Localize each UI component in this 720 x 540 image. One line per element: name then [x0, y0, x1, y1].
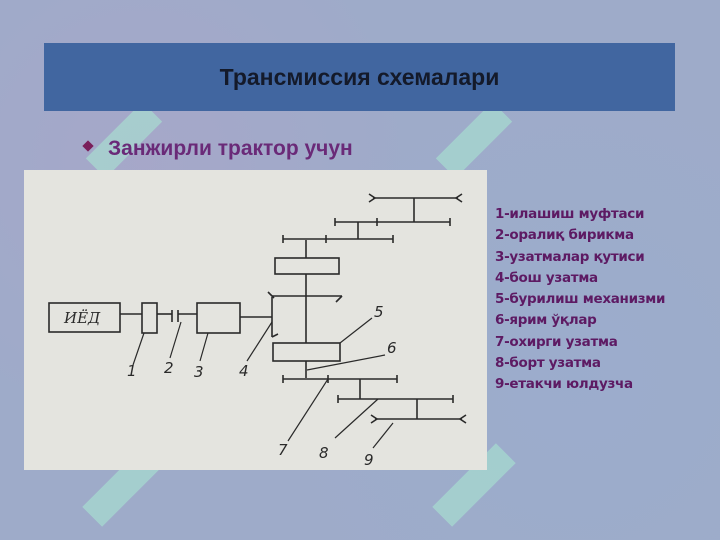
callout-2: 2 [164, 359, 174, 377]
title-bar: Трансмиссия схемалари [44, 43, 675, 111]
bullet-icon [82, 140, 94, 152]
callout-8: 8 [319, 444, 329, 462]
clutch-box [141, 302, 158, 334]
callout-1: 1 [127, 362, 137, 380]
legend-item: 9-етакчи юлдузча [495, 376, 633, 393]
legend-item: 5-бурилиш механизми [495, 291, 666, 308]
legend-item: 3-узатмалар қутиси [495, 248, 645, 265]
legend-item: 6-ярим ўқлар [495, 312, 597, 329]
callout-4: 4 [239, 362, 249, 380]
callout-6: 6 [387, 339, 397, 357]
upper-mechanism-box [274, 257, 340, 275]
legend-list: 1-илашиш муфтаси 2-оралиқ бирикма 3-узат… [495, 204, 665, 396]
legend-item: 1-илашиш муфтаси [495, 206, 645, 222]
slide-subtitle: Занжирли трактор учун [108, 137, 353, 160]
legend-item: 2-оралиқ бирикма [495, 227, 634, 244]
callout-3: 3 [194, 363, 204, 381]
gearbox-box [196, 302, 241, 334]
transmission-diagram: ИЁД [24, 170, 487, 470]
slide-title: Трансмиссия схемалари [219, 63, 500, 90]
callout-5: 5 [374, 303, 384, 321]
engine-box [48, 302, 121, 333]
callout-9: 9 [364, 451, 374, 469]
legend-item: 7-охирги узатма [495, 333, 618, 350]
engine-label: ИЁД [63, 309, 101, 327]
watermark-shape [435, 101, 513, 179]
legend-item: 4-бош узатма [495, 269, 598, 286]
legend-item: 8-борт узатма [495, 355, 601, 372]
turning-mechanism-box [272, 342, 341, 362]
callout-7: 7 [278, 441, 288, 459]
